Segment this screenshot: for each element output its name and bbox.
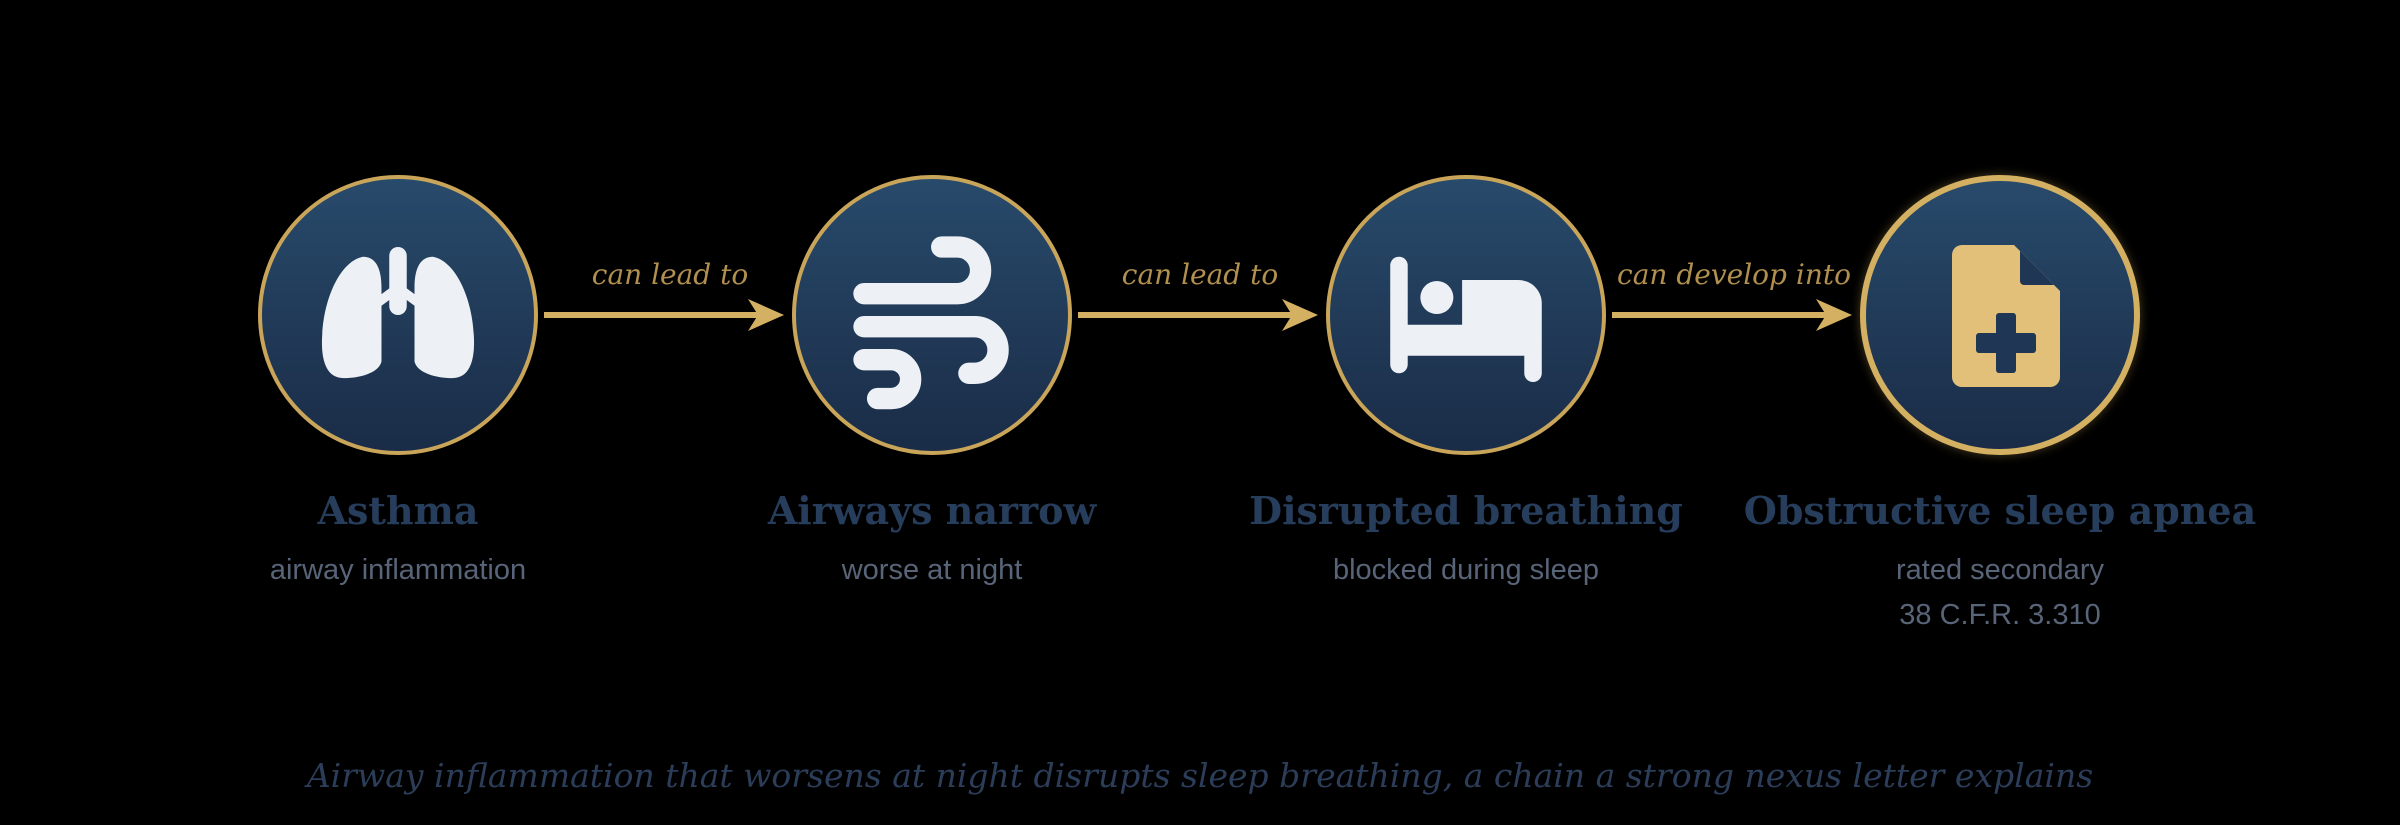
edge-label-2: can lead to <box>1121 258 1279 291</box>
node-obstructive-sleep-apnea <box>1860 175 2140 455</box>
node-subtitle-regulation: 38 C.F.R. 3.310 <box>1899 599 2101 631</box>
node-title-airways-narrow: Airways narrow <box>767 488 1097 533</box>
node-subtitle-obstructive-sleep-apnea: rated secondary <box>1896 554 2104 586</box>
bed-icon <box>1390 256 1542 383</box>
edge-label-3: can develop into <box>1617 258 1851 291</box>
medical-file-icon <box>1952 245 2060 387</box>
node-asthma <box>258 175 538 455</box>
node-title-obstructive-sleep-apnea: Obstructive sleep apnea <box>1743 488 2257 533</box>
node-airways-narrow <box>792 175 1072 455</box>
node-subtitle-airways-narrow: worse at night <box>841 554 1023 586</box>
node-title-asthma: Asthma <box>317 488 479 533</box>
arrow-3 <box>1612 299 1852 331</box>
lungs-icon <box>321 247 475 379</box>
arrow-1 <box>544 299 784 331</box>
node-subtitle-disrupted-breathing: blocked during sleep <box>1332 554 1599 586</box>
edge-label-1: can lead to <box>591 258 749 291</box>
node-subtitle-asthma: airway inflammation <box>269 554 527 586</box>
wind-icon <box>853 236 1009 410</box>
node-title-disrupted-breathing: Disrupted breathing <box>1249 488 1683 533</box>
diagram-caption: Airway inflammation that worsens at nigh… <box>306 756 2094 795</box>
node-disrupted-breathing <box>1326 175 1606 455</box>
arrow-2 <box>1078 299 1318 331</box>
